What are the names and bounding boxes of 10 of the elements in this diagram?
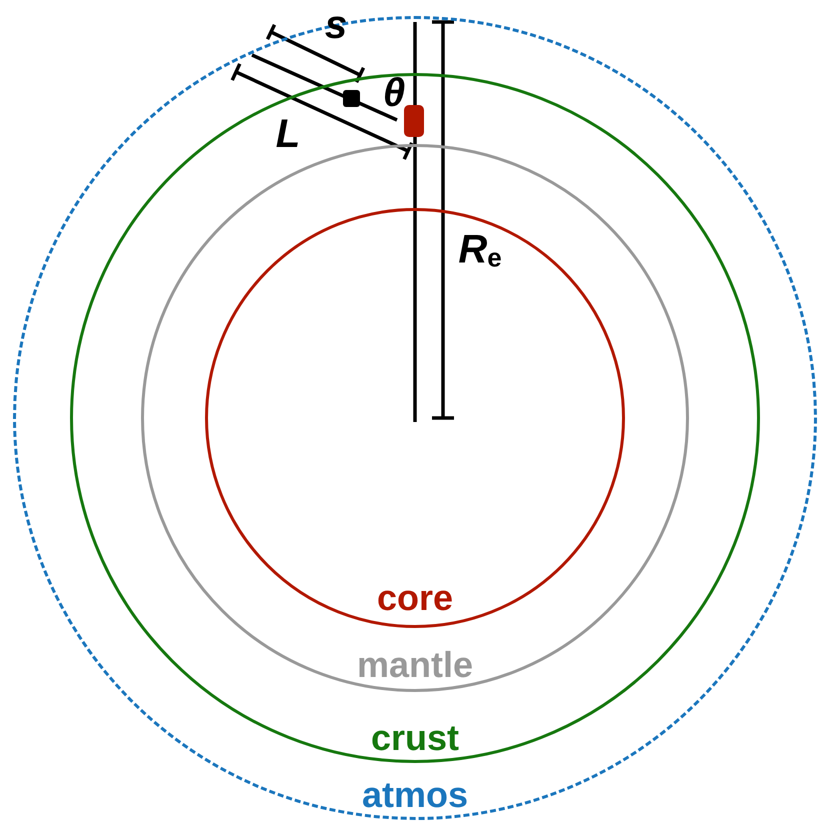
crust-ring <box>70 73 760 763</box>
layer-label: crust <box>370 720 460 756</box>
atmosphere-ring <box>13 16 817 820</box>
layer-label: core <box>376 580 454 616</box>
core-ring <box>205 208 625 628</box>
angle-label: θ <box>382 73 406 113</box>
layer-label: atmos <box>362 777 468 813</box>
dimension-label: R$_{e}$ <box>458 230 502 270</box>
layer-label: mantle <box>356 647 474 683</box>
dimension-label: L <box>276 114 300 154</box>
